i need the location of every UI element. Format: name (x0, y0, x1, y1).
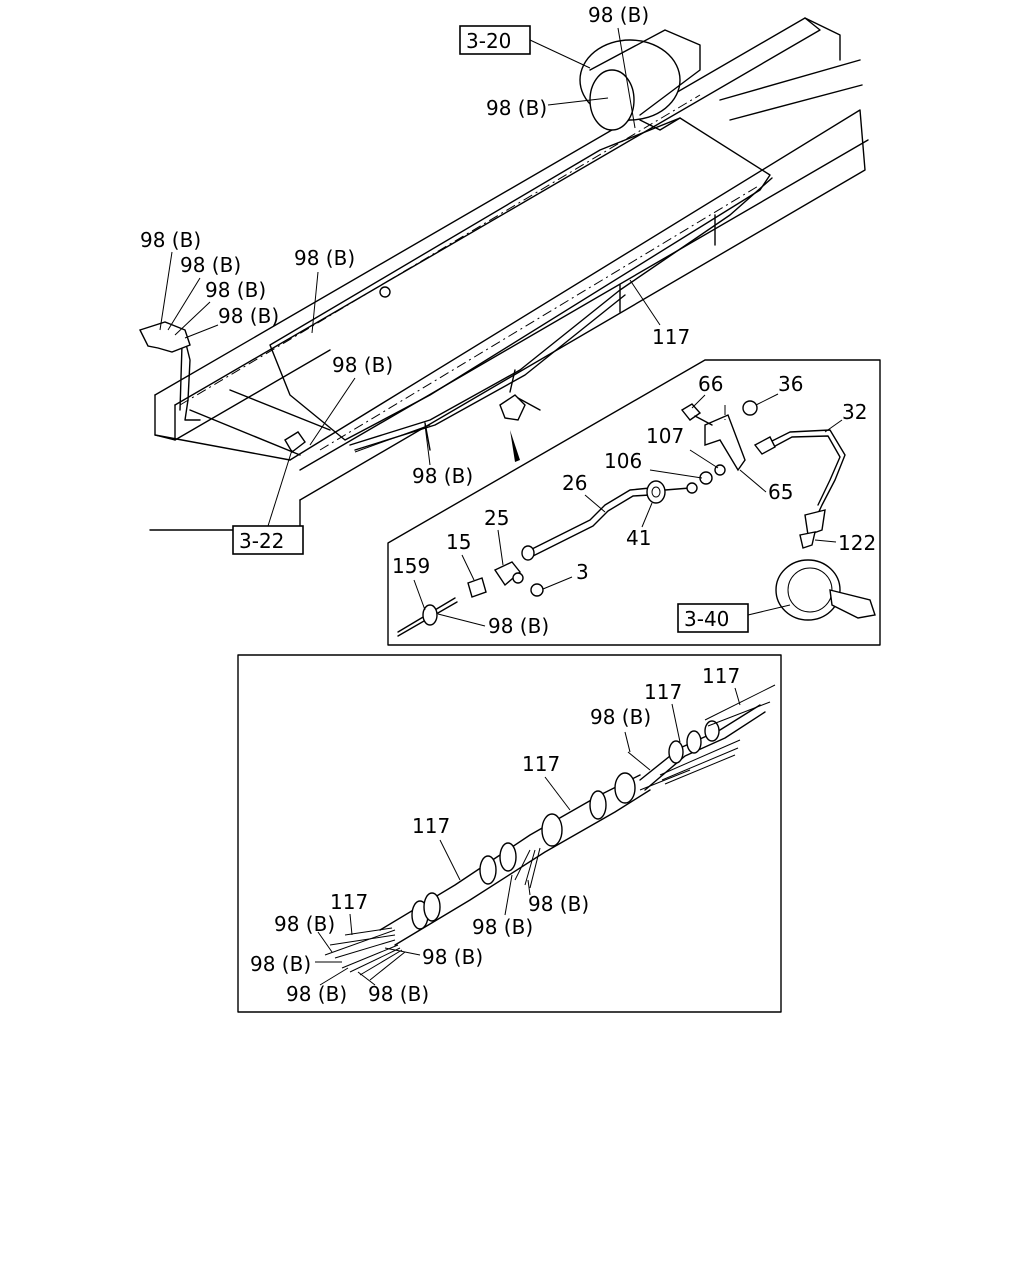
ref-3-40-box (677, 603, 749, 633)
callout-98b-1: 98 (B) (140, 228, 201, 252)
ref-3-40-label: 3-40 (684, 607, 729, 631)
callout-98b-branch: 98 (B) (528, 892, 589, 916)
chassis-frame (139, 17, 869, 531)
callout-117-right: 117 (702, 664, 740, 688)
callout-98b-branch-2: 98 (B) (472, 915, 533, 939)
callout-98b-mid: 98 (B) (332, 353, 393, 377)
callout-98b-3: 98 (B) (205, 278, 266, 302)
callout-98b-end-2: 98 (B) (422, 945, 483, 969)
callout-65: 65 (768, 480, 793, 504)
callout-15: 15 (446, 530, 471, 554)
callout-106: 106 (604, 449, 642, 473)
callout-98b-end-5: 98 (B) (368, 982, 429, 1006)
ref-3-20-label: 3-20 (466, 29, 511, 53)
top-callouts: 3-20 98 (B) 98 (B) 98 (B) 98 (B) 98 (B) … (140, 3, 690, 555)
callout-122: 122 (838, 531, 876, 555)
detail-inset: 66 36 32 107 106 65 26 25 15 41 122 159 … (387, 359, 881, 646)
callout-117-center: 117 (522, 752, 560, 776)
callout-25: 25 (484, 506, 509, 530)
callout-159: 159 (392, 554, 430, 578)
callout-98b-bottom: 98 (B) (412, 464, 473, 488)
callout-66: 66 (698, 372, 723, 396)
callout-3: 3 (576, 560, 589, 584)
tube-bundle-panel: 117 117 98 (B) 117 117 117 98 (B) 98 (B)… (237, 654, 782, 1013)
callout-98b-top: 98 (B) (588, 3, 649, 27)
callout-117-mid-right: 117 (644, 680, 682, 704)
callout-98b-2: 98 (B) (180, 253, 241, 277)
callout-98b-booster: 98 (B) (486, 96, 547, 120)
callout-32: 32 (842, 400, 867, 424)
callout-36: 36 (778, 372, 803, 396)
callout-98b-right: 98 (B) (590, 705, 651, 729)
ref-3-22-label: 3-22 (239, 529, 284, 553)
callout-117-left: 117 (412, 814, 450, 838)
ref-3-20-box (459, 25, 531, 55)
callout-117-end: 117 (330, 890, 368, 914)
callout-98b-end-1: 98 (B) (274, 912, 335, 936)
callout-98b-end-3: 98 (B) (250, 952, 311, 976)
callout-98b-end-4: 98 (B) (286, 982, 347, 1006)
callout-41: 41 (626, 526, 651, 550)
callout-98b-4: 98 (B) (218, 304, 279, 328)
callout-98b-rail: 98 (B) (294, 246, 355, 270)
callout-98b-159: 98 (B) (488, 614, 549, 638)
callout-26: 26 (562, 471, 587, 495)
callout-107: 107 (646, 424, 684, 448)
callout-117-top: 117 (652, 325, 690, 349)
